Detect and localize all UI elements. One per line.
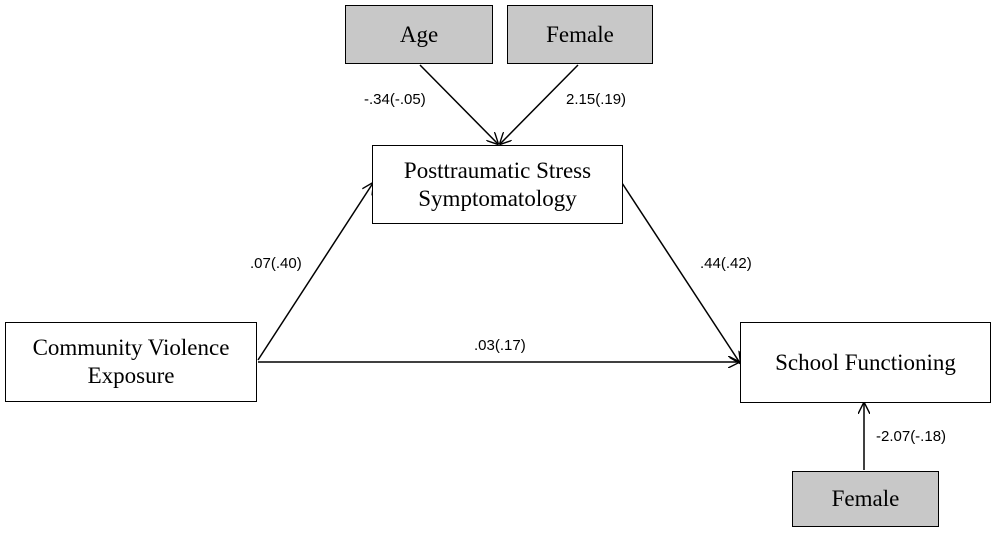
coef-female-to-school: -2.07(-.18)	[876, 428, 947, 445]
arrow-cve-to-ptss	[257, 183, 373, 361]
age-label: Age	[399, 21, 439, 47]
female-bottom-label: Female	[831, 486, 900, 512]
cve-label-line1: Community Violence	[32, 335, 230, 361]
cve-node: Community Violence Exposure	[5, 322, 257, 402]
coef-cve-to-school: .03(.17)	[474, 337, 526, 354]
coef-cve-to-ptss: .07(.40)	[250, 255, 302, 272]
female-top-label: Female	[546, 21, 614, 47]
female-covariate-bottom-node: Female	[792, 471, 939, 527]
coef-ptss-to-school: .44(.42)	[700, 255, 752, 272]
female-covariate-top-node: Female	[507, 5, 653, 64]
arrow-ptss-to-school	[621, 182, 740, 363]
coef-female-to-ptss: 2.15(.19)	[566, 91, 627, 108]
ptss-label-line1: Posttraumatic Stress	[403, 157, 592, 183]
school-functioning-node: School Functioning	[740, 322, 991, 403]
school-functioning-label: School Functioning	[775, 349, 956, 375]
arrow-female-to-ptss	[500, 64, 579, 144]
arrow-age-to-ptss	[419, 64, 498, 144]
coef-age-to-ptss: -.34(-.05)	[364, 91, 426, 108]
ptss-node: Posttraumatic Stress Symptomatology	[372, 145, 623, 224]
age-node: Age	[345, 5, 493, 64]
cve-label-line2: Exposure	[87, 363, 175, 388]
ptss-label-line2: Symptomatology	[418, 185, 577, 211]
